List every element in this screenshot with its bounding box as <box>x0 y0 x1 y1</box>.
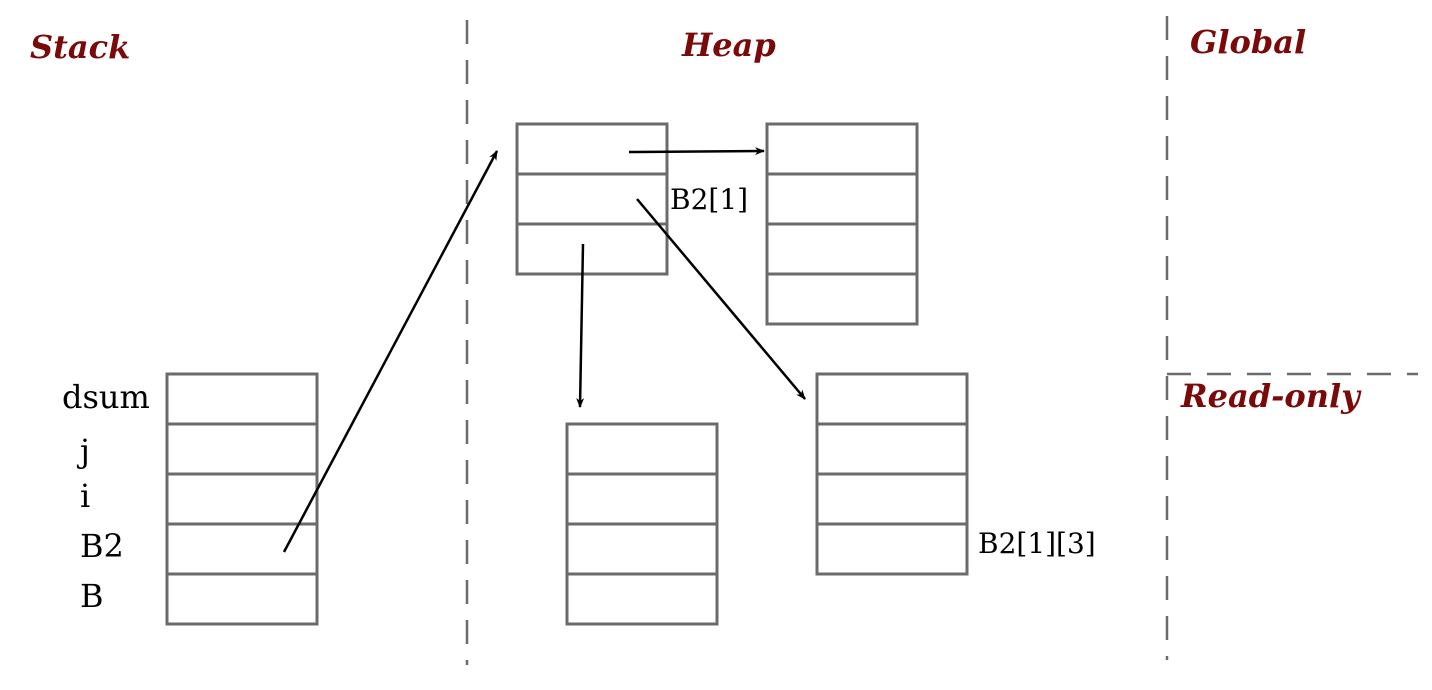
heap-row-cell <box>815 522 969 576</box>
stack-var-label: i <box>80 477 90 515</box>
stack-var-label: B <box>80 577 104 615</box>
heap-row-cell <box>815 472 969 526</box>
b2-row-pointer-label: B2[1] <box>670 183 748 216</box>
heap-region-title: Heap <box>681 26 776 64</box>
arrow-row1-pointer <box>636 198 806 400</box>
heap-row-array-bottom-left <box>565 422 719 626</box>
stack-var-label: j <box>76 432 90 470</box>
global-region-title: Global <box>1190 23 1306 61</box>
heap-row-cell <box>565 472 719 526</box>
stack-cell-i <box>165 472 319 526</box>
heap-row-cell <box>765 222 919 276</box>
heap-pointer-cell <box>515 172 669 226</box>
heap-row-cell <box>565 522 719 576</box>
stack-cell-j <box>165 422 319 476</box>
read-only-region-title: Read-only <box>1180 377 1362 415</box>
heap-row-cell <box>765 122 919 176</box>
heap-row-array-bottom-right <box>815 372 969 576</box>
heap-pointer-cell <box>515 222 669 276</box>
heap-row-cell <box>565 422 719 476</box>
heap-pointer-array <box>515 122 669 276</box>
stack-frame <box>165 372 319 626</box>
heap-pointer-cell <box>515 122 669 176</box>
stack-cell-dsum <box>165 372 319 426</box>
heap-row-cell <box>565 572 719 626</box>
arrow-row0-pointer <box>628 147 765 156</box>
heap-row-cell <box>815 422 969 476</box>
stack-var-label: B2 <box>80 527 124 565</box>
stack-cell-b2 <box>165 522 319 576</box>
stack-cell-b <box>165 572 319 626</box>
arrow-row2-pointer <box>576 243 585 408</box>
arrow-b2-to-pointer-array <box>282 150 499 553</box>
heap-row-cell <box>765 272 919 326</box>
b2-element-label: B2[1][3] <box>978 527 1096 560</box>
stack-var-label: dsum <box>62 378 150 416</box>
heap-row-cell <box>815 372 969 426</box>
heap-row-cell <box>765 172 919 226</box>
heap-row-array-top <box>765 122 919 326</box>
stack-region-title: Stack <box>30 28 130 66</box>
